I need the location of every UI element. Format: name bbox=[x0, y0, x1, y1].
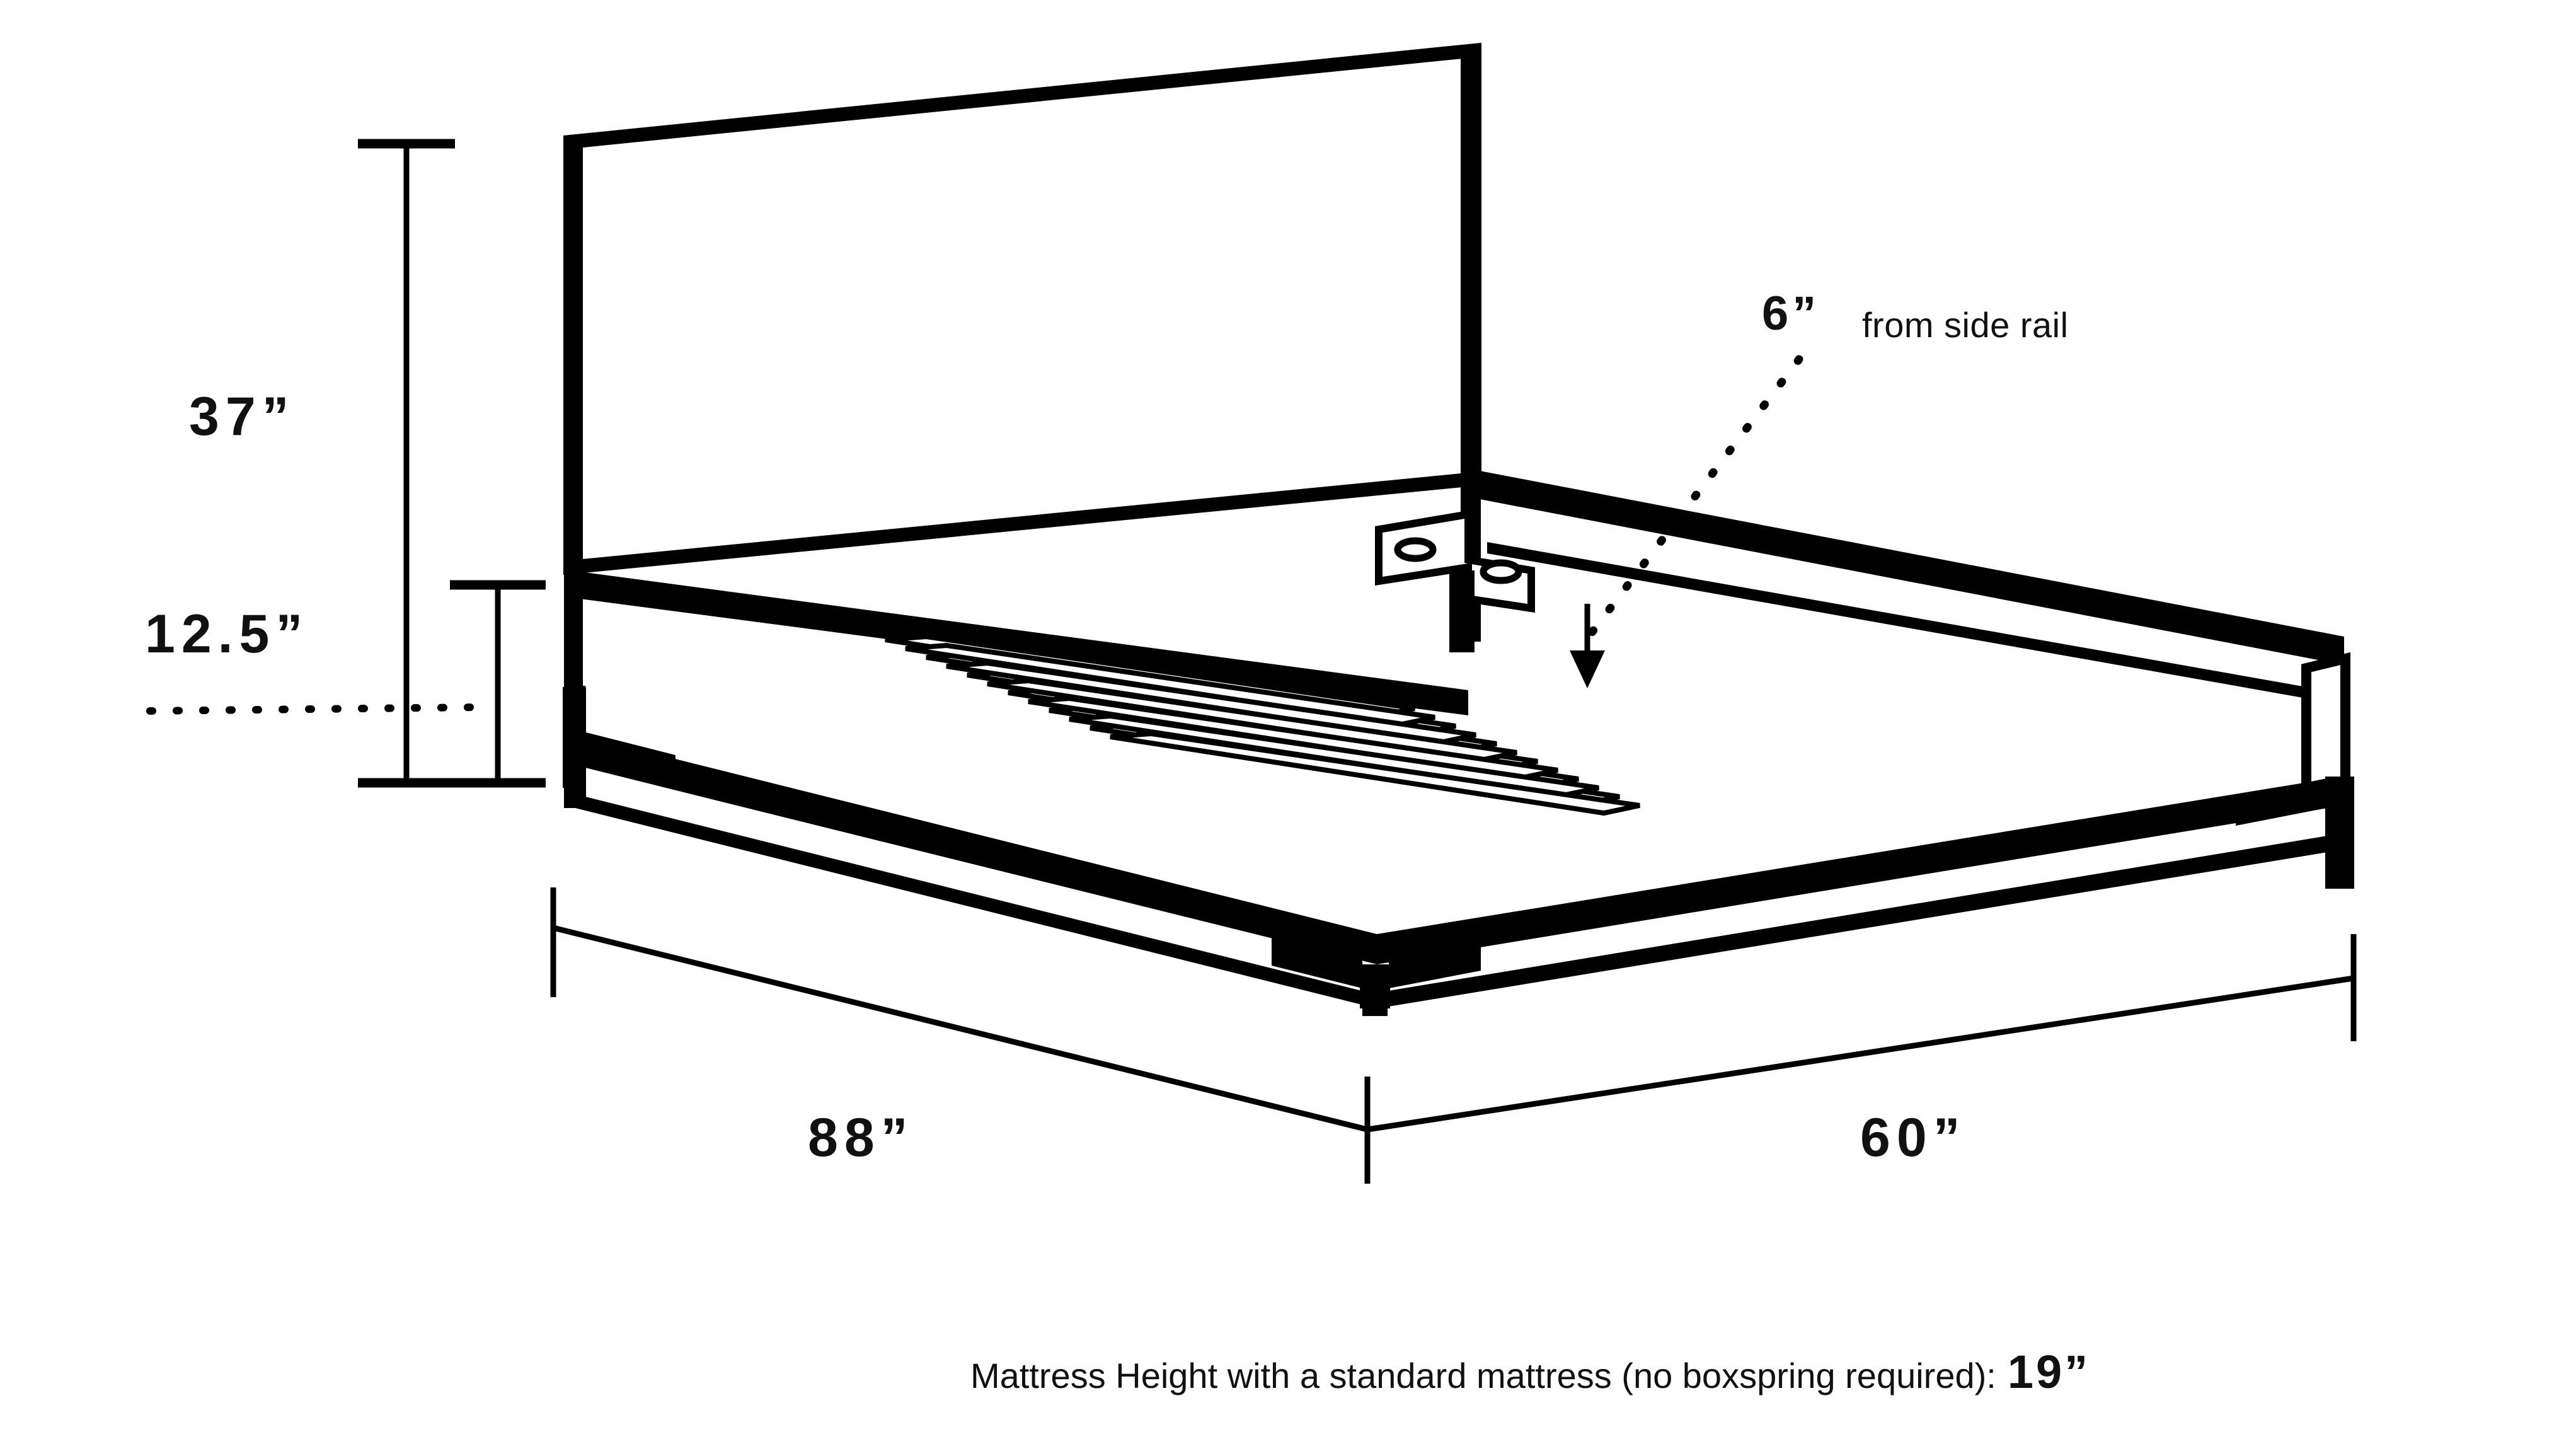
rail-front-left-face bbox=[570, 764, 1377, 995]
rail-back-left-top bbox=[570, 570, 1468, 715]
callout-6-inch bbox=[1570, 355, 1803, 688]
center-support-bracket bbox=[1375, 509, 1535, 613]
bracket-slot-left bbox=[1394, 537, 1437, 562]
leg-center-front-post bbox=[1360, 964, 1390, 1008]
headboard-panel bbox=[563, 42, 1481, 575]
leg-center-support bbox=[1449, 570, 1475, 652]
callout-dotted-leader bbox=[1587, 355, 1803, 638]
rail-front-left-endcap bbox=[564, 730, 586, 808]
bracket-slot-right bbox=[1480, 559, 1522, 584]
callout-label-value: 6” bbox=[1762, 287, 1820, 340]
foot-right-flare bbox=[2236, 778, 2326, 826]
dim-88-line bbox=[552, 925, 1369, 1133]
foot-center-flare-right bbox=[1389, 942, 1481, 988]
leg-center-front-ext bbox=[1362, 1002, 1388, 1016]
foot-center-flare-left bbox=[1272, 938, 1362, 988]
bed-frame bbox=[563, 42, 2354, 1016]
leg-right-front bbox=[2325, 777, 2354, 889]
rail-front-right-top bbox=[1377, 777, 2343, 964]
slat bbox=[1110, 731, 1640, 816]
caption-value: 19” bbox=[2007, 1346, 2091, 1398]
dimension-label-headboard-height: 37” bbox=[189, 386, 296, 447]
rail-front-right-bottom bbox=[1377, 833, 2343, 1008]
dimension-37-height bbox=[358, 139, 455, 788]
callout-arrow-head bbox=[1570, 650, 1605, 688]
rail-right-end-face bbox=[2301, 652, 2350, 797]
foot-left-flare bbox=[586, 732, 676, 774]
rail-front-left-top bbox=[564, 731, 1377, 964]
rail-front-right-face bbox=[1377, 807, 2343, 995]
rail-back-right-inner bbox=[1487, 542, 2306, 698]
callout-label-note: from side rail bbox=[1862, 305, 2069, 345]
dimension-bottom-chain bbox=[550, 887, 2357, 1184]
caption-text: Mattress Height with a standard mattress… bbox=[970, 1356, 1996, 1395]
dim-125-dotted-leader bbox=[146, 703, 483, 715]
dim-60-line bbox=[1367, 975, 2354, 1133]
dimension-lines bbox=[146, 139, 2357, 1184]
wooden-slats-row2 bbox=[905, 642, 1640, 816]
mattress-height-caption: Mattress Height with a standard mattress… bbox=[970, 1349, 2090, 1395]
dimension-125-height bbox=[450, 580, 546, 788]
rail-back-right-top bbox=[1473, 470, 2344, 665]
headboard-post-left bbox=[564, 140, 583, 783]
dimension-label-length: 88” bbox=[808, 1107, 914, 1168]
rail-front-left-bottom bbox=[570, 791, 1377, 1008]
dimension-label-frame-height: 12.5” bbox=[145, 604, 309, 664]
dimension-label-width: 60” bbox=[1860, 1107, 1967, 1168]
